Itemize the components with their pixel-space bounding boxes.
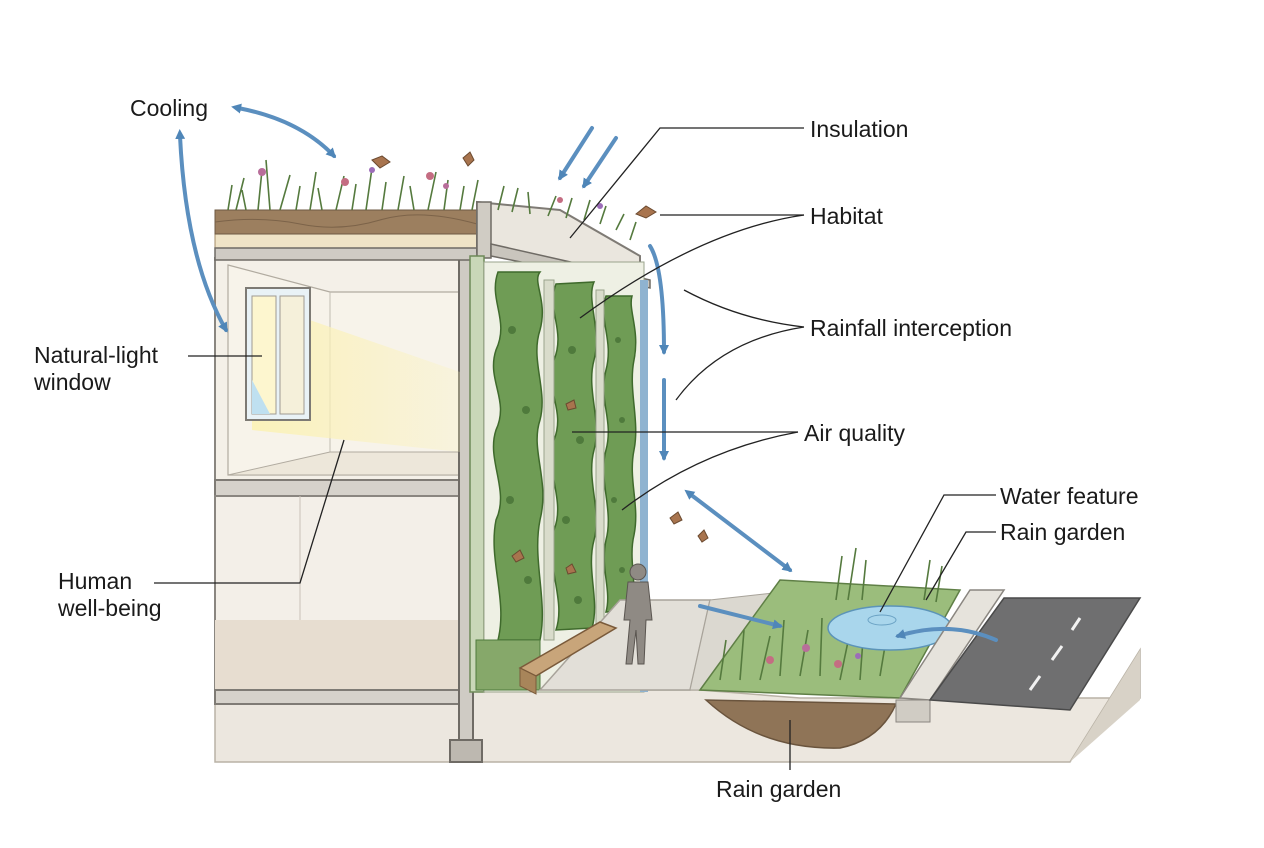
runoff-arrow-1 (648, 244, 669, 355)
label-cooling: Cooling (130, 95, 208, 121)
label-water-feature: Water feature (1000, 483, 1139, 509)
label-rain-garden-bottom: Rain garden (716, 776, 842, 802)
label-natural-light-line1: Natural-light (34, 342, 158, 368)
label-human-line1: Human (58, 568, 133, 594)
natural-light-window-illustration (245, 287, 460, 452)
label-human-line2: well-being (58, 595, 162, 621)
label-insulation: Insulation (810, 116, 909, 142)
road-runoff-arrow (895, 626, 998, 642)
habitat-creatures (371, 151, 709, 575)
air-arrow (684, 489, 793, 572)
human-leader (154, 439, 345, 584)
label-habitat: Habitat (810, 203, 883, 229)
label-air-quality: Air quality (804, 420, 905, 446)
curb (895, 589, 1006, 723)
rain-arrow-2 (582, 136, 618, 189)
leader-lines (154, 127, 996, 770)
insulation-leader (569, 127, 804, 239)
label-rainfall-interception: Rainfall interception (810, 315, 1013, 341)
green-roof-vegetation (227, 159, 637, 241)
label-human-well-being: Human well-being (58, 568, 162, 622)
person-figure (623, 563, 653, 665)
waterfeature-leader (879, 494, 996, 613)
rainfall-leader-1 (683, 289, 805, 328)
raingarden-right-leader (925, 531, 996, 601)
cooling-arrow-horizontal (231, 103, 337, 159)
rain-arrow-1 (558, 126, 594, 181)
rainfall-leader-2 (675, 326, 805, 401)
label-natural-light-line2: window (34, 369, 111, 395)
cooling-arrow-vertical (175, 129, 228, 333)
roof-flowers (258, 167, 603, 209)
habitat-leader-2 (579, 214, 805, 319)
airquality-leader-2 (621, 431, 799, 511)
bench (518, 621, 618, 695)
label-rain-garden-right: Rain garden (1000, 519, 1126, 545)
sidewalk-runoff-arrow (698, 604, 783, 630)
label-natural-light-window: Natural-light window (34, 342, 158, 396)
flow-arrows (175, 103, 998, 642)
